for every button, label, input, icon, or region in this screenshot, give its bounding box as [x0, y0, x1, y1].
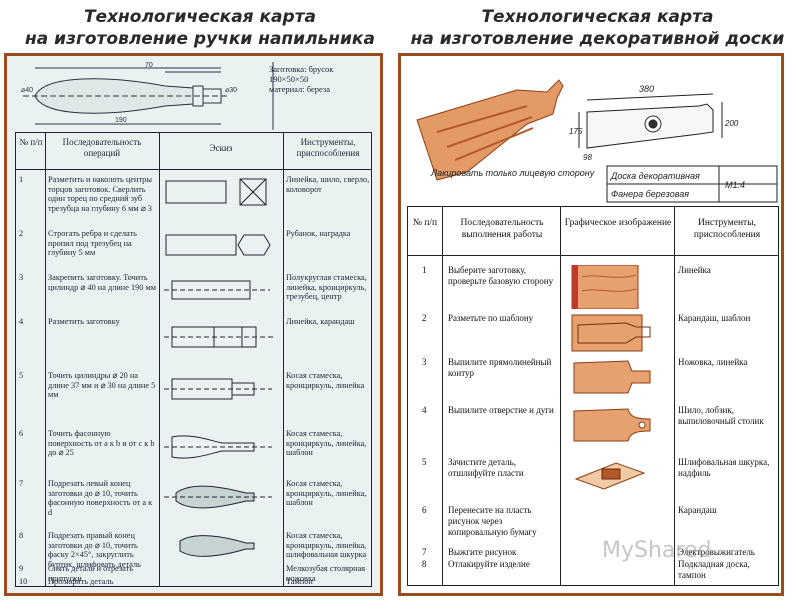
blank-info-line: материал: береза: [269, 84, 330, 94]
dim-70: 70: [145, 62, 153, 69]
right-header-operations: Последовательность выполнения работы: [460, 218, 544, 240]
left-title-line2: на изготовление ручки напильника: [25, 29, 375, 49]
file-handle-card: 70 190 ⌀40 ⌀30 Заготовка: брусок 190×50×…: [4, 53, 383, 596]
dim-175: 175: [569, 127, 583, 136]
board-3d-illustration: [416, 79, 564, 181]
left-header-sketch: Эскиз: [209, 143, 233, 153]
blank-info-line: 190×50×50: [269, 74, 309, 84]
right-title-line2: на изготовление декоративной доски: [410, 29, 785, 49]
stamp-material: Фанера березовая: [611, 189, 689, 199]
blank-info: Заготовка: брусок 190×50×50 материал: бе…: [269, 64, 333, 94]
left-operations-table: № п/п Последовательность операций Эскиз …: [15, 132, 372, 587]
right-header-tools: Инструменты, приспособления: [693, 218, 761, 240]
left-header-num: № п/п: [19, 137, 43, 147]
handle-drawing: 70 190 ⌀40 ⌀30: [21, 62, 274, 130]
right-header-image: Графическое изображение: [564, 218, 672, 228]
dim-190: 190: [115, 117, 127, 124]
left-header-tools: Инструменты, приспособления: [296, 137, 360, 158]
left-title-line1: Технологическая карта: [83, 7, 317, 27]
lacquer-note: Лакировать только лицевую сторону: [430, 168, 595, 178]
dim-98: 98: [583, 153, 592, 162]
stamp-scale: М1:4: [725, 180, 745, 190]
dim-d40: ⌀40: [21, 87, 33, 94]
dim-200: 200: [724, 119, 739, 128]
right-operations-table: № п/п Последовательность выполнения рабо…: [407, 206, 779, 586]
blank-info-line: Заготовка: брусок: [269, 64, 334, 74]
stamp-name: Доска декоративная: [610, 171, 700, 181]
right-card-title: Технологическая карта на изготовление де…: [395, 6, 800, 50]
board-drawing: 380 175 200 98 Лакировать только лицевую…: [416, 79, 778, 203]
right-header-num: № п/п: [412, 218, 438, 228]
decorative-board-card: 380 175 200 98 Лакировать только лицевую…: [398, 53, 784, 596]
dim-d30: ⌀30: [225, 87, 237, 94]
left-card-title: Технологическая карта на изготовление ру…: [0, 6, 400, 50]
left-header-operations: Последовательность операций: [62, 137, 142, 158]
right-title-line1: Технологическая карта: [481, 7, 714, 27]
watermark: MyShared: [602, 538, 712, 563]
dim-380: 380: [639, 84, 654, 94]
